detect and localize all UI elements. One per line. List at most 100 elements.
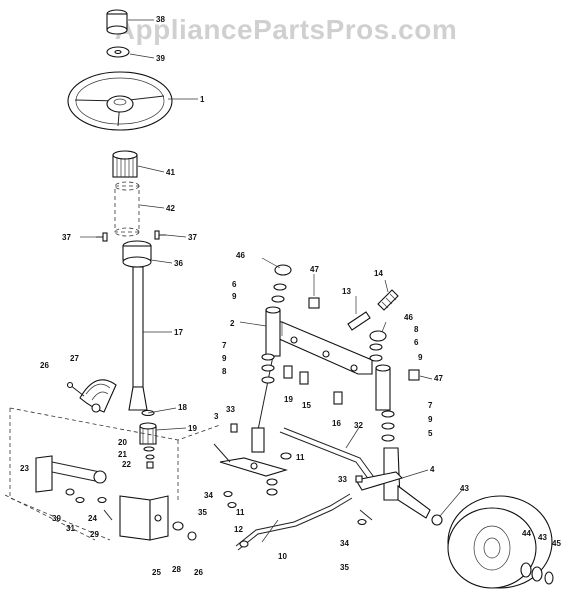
ring-26: [187, 531, 197, 541]
washer-20: [143, 446, 155, 452]
callout-11-bottom: 11: [236, 508, 245, 517]
callout-26-bottom: 26: [194, 568, 203, 577]
callout-47-left: 47: [310, 265, 319, 274]
pinion-bolt-26: [66, 381, 85, 397]
washer-24: [97, 496, 107, 504]
bracket-outline: [4, 407, 221, 541]
callout-37-left: 37: [62, 233, 71, 242]
washer-stack-right: [369, 343, 395, 442]
grease-fitting-47-left: [308, 297, 320, 309]
callout-31: 31: [66, 524, 75, 533]
watermark: AppliancePartsPros.com: [114, 14, 458, 45]
screw-37-right: [154, 230, 166, 240]
cap-46-right: [369, 330, 387, 342]
callout-44: 44: [522, 529, 531, 538]
callout-34-right: 34: [340, 539, 349, 548]
callout-6-right: 6: [414, 338, 419, 347]
steering-cap: [106, 9, 128, 35]
callout-47-right: 47: [434, 374, 443, 383]
callout-46-left: 46: [236, 251, 245, 260]
callout-45: 45: [552, 539, 561, 548]
callout-7-left: 7: [222, 341, 227, 350]
hardware-35: [227, 501, 367, 526]
front-axle: [267, 319, 373, 375]
washer-31: [75, 496, 85, 504]
callout-36: 36: [174, 259, 183, 268]
washer-44: [520, 562, 532, 578]
callout-20: 20: [118, 438, 127, 447]
callout-33-left: 33: [226, 405, 235, 414]
steering-bushing: [114, 181, 140, 237]
bolt-29: [103, 509, 113, 521]
hardware-33-right: [355, 475, 363, 483]
callout-39: 39: [156, 54, 165, 63]
bolt-15: [299, 371, 309, 385]
callout-30: 30: [52, 514, 61, 523]
steering-washer: [106, 46, 130, 58]
callout-6-left: 6: [232, 280, 237, 289]
callout-9-right: 9: [428, 415, 433, 424]
callout-43-top: 43: [460, 484, 469, 493]
callout-24: 24: [88, 514, 97, 523]
callout-41: 41: [166, 168, 175, 177]
callout-14: 14: [374, 269, 383, 278]
callout-16: 16: [332, 419, 341, 428]
callout-22: 22: [122, 460, 131, 469]
callout-4: 4: [430, 465, 435, 474]
callout-3: 3: [214, 412, 219, 421]
callout-35-right: 35: [340, 563, 349, 572]
sector-gear: [79, 379, 117, 413]
bolt-16: [333, 391, 343, 405]
callout-46-right: 46: [404, 313, 413, 322]
callout-18: 18: [178, 403, 187, 412]
callout-38: 38: [156, 15, 165, 24]
callout-34-left: 34: [204, 491, 213, 500]
callout-25: 25: [152, 568, 161, 577]
callout-15: 15: [302, 401, 311, 410]
callout-33-right: 33: [338, 475, 347, 484]
callout-21: 21: [118, 450, 127, 459]
callout-1: 1: [200, 95, 205, 104]
pinion-gear: [139, 422, 157, 445]
washer-28: [172, 521, 184, 531]
callout-8-left: 8: [222, 367, 227, 376]
leader-lines: [80, 19, 463, 543]
bolt-19: [283, 365, 293, 379]
support-plate: [119, 495, 169, 541]
callout-35-left: 35: [198, 508, 207, 517]
steering-adapter: [112, 150, 138, 178]
callout-5: 5: [428, 429, 433, 438]
callout-43-bottom: 43: [538, 533, 547, 542]
callout-17: 17: [174, 328, 183, 337]
callout-9-right-top: 9: [418, 353, 423, 362]
callout-2: 2: [230, 319, 235, 328]
callout-13: 13: [342, 287, 351, 296]
callout-19: 19: [188, 424, 197, 433]
washer-21: [145, 454, 155, 460]
tie-rod: [279, 427, 377, 485]
callout-23: 23: [20, 464, 29, 473]
callout-32: 32: [354, 421, 363, 430]
callout-12: 12: [234, 525, 243, 534]
callout-29: 29: [90, 530, 99, 539]
screw-37-left: [96, 232, 108, 242]
washer-43-inner: [431, 514, 443, 526]
washer-stack-left: [261, 283, 287, 384]
callout-19-right: 19: [284, 395, 293, 404]
drag-link: [235, 493, 353, 551]
ring-45: [544, 571, 554, 585]
grease-fitting-47-right: [408, 369, 420, 381]
callout-42: 42: [166, 204, 175, 213]
callout-37-right: 37: [188, 233, 197, 242]
callout-9-left-top: 9: [232, 292, 237, 301]
pin-13: [347, 311, 371, 331]
callout-27: 27: [70, 354, 79, 363]
nut-stack-11-12: [266, 452, 292, 496]
bolt-3: [213, 443, 231, 463]
steering-shaft: [122, 240, 152, 411]
callout-8-right-top: 8: [414, 325, 419, 334]
washer-43-outer: [531, 566, 543, 582]
callout-11-top: 11: [296, 453, 305, 462]
hardware-33-left: [230, 423, 238, 433]
spring-14: [377, 289, 399, 311]
